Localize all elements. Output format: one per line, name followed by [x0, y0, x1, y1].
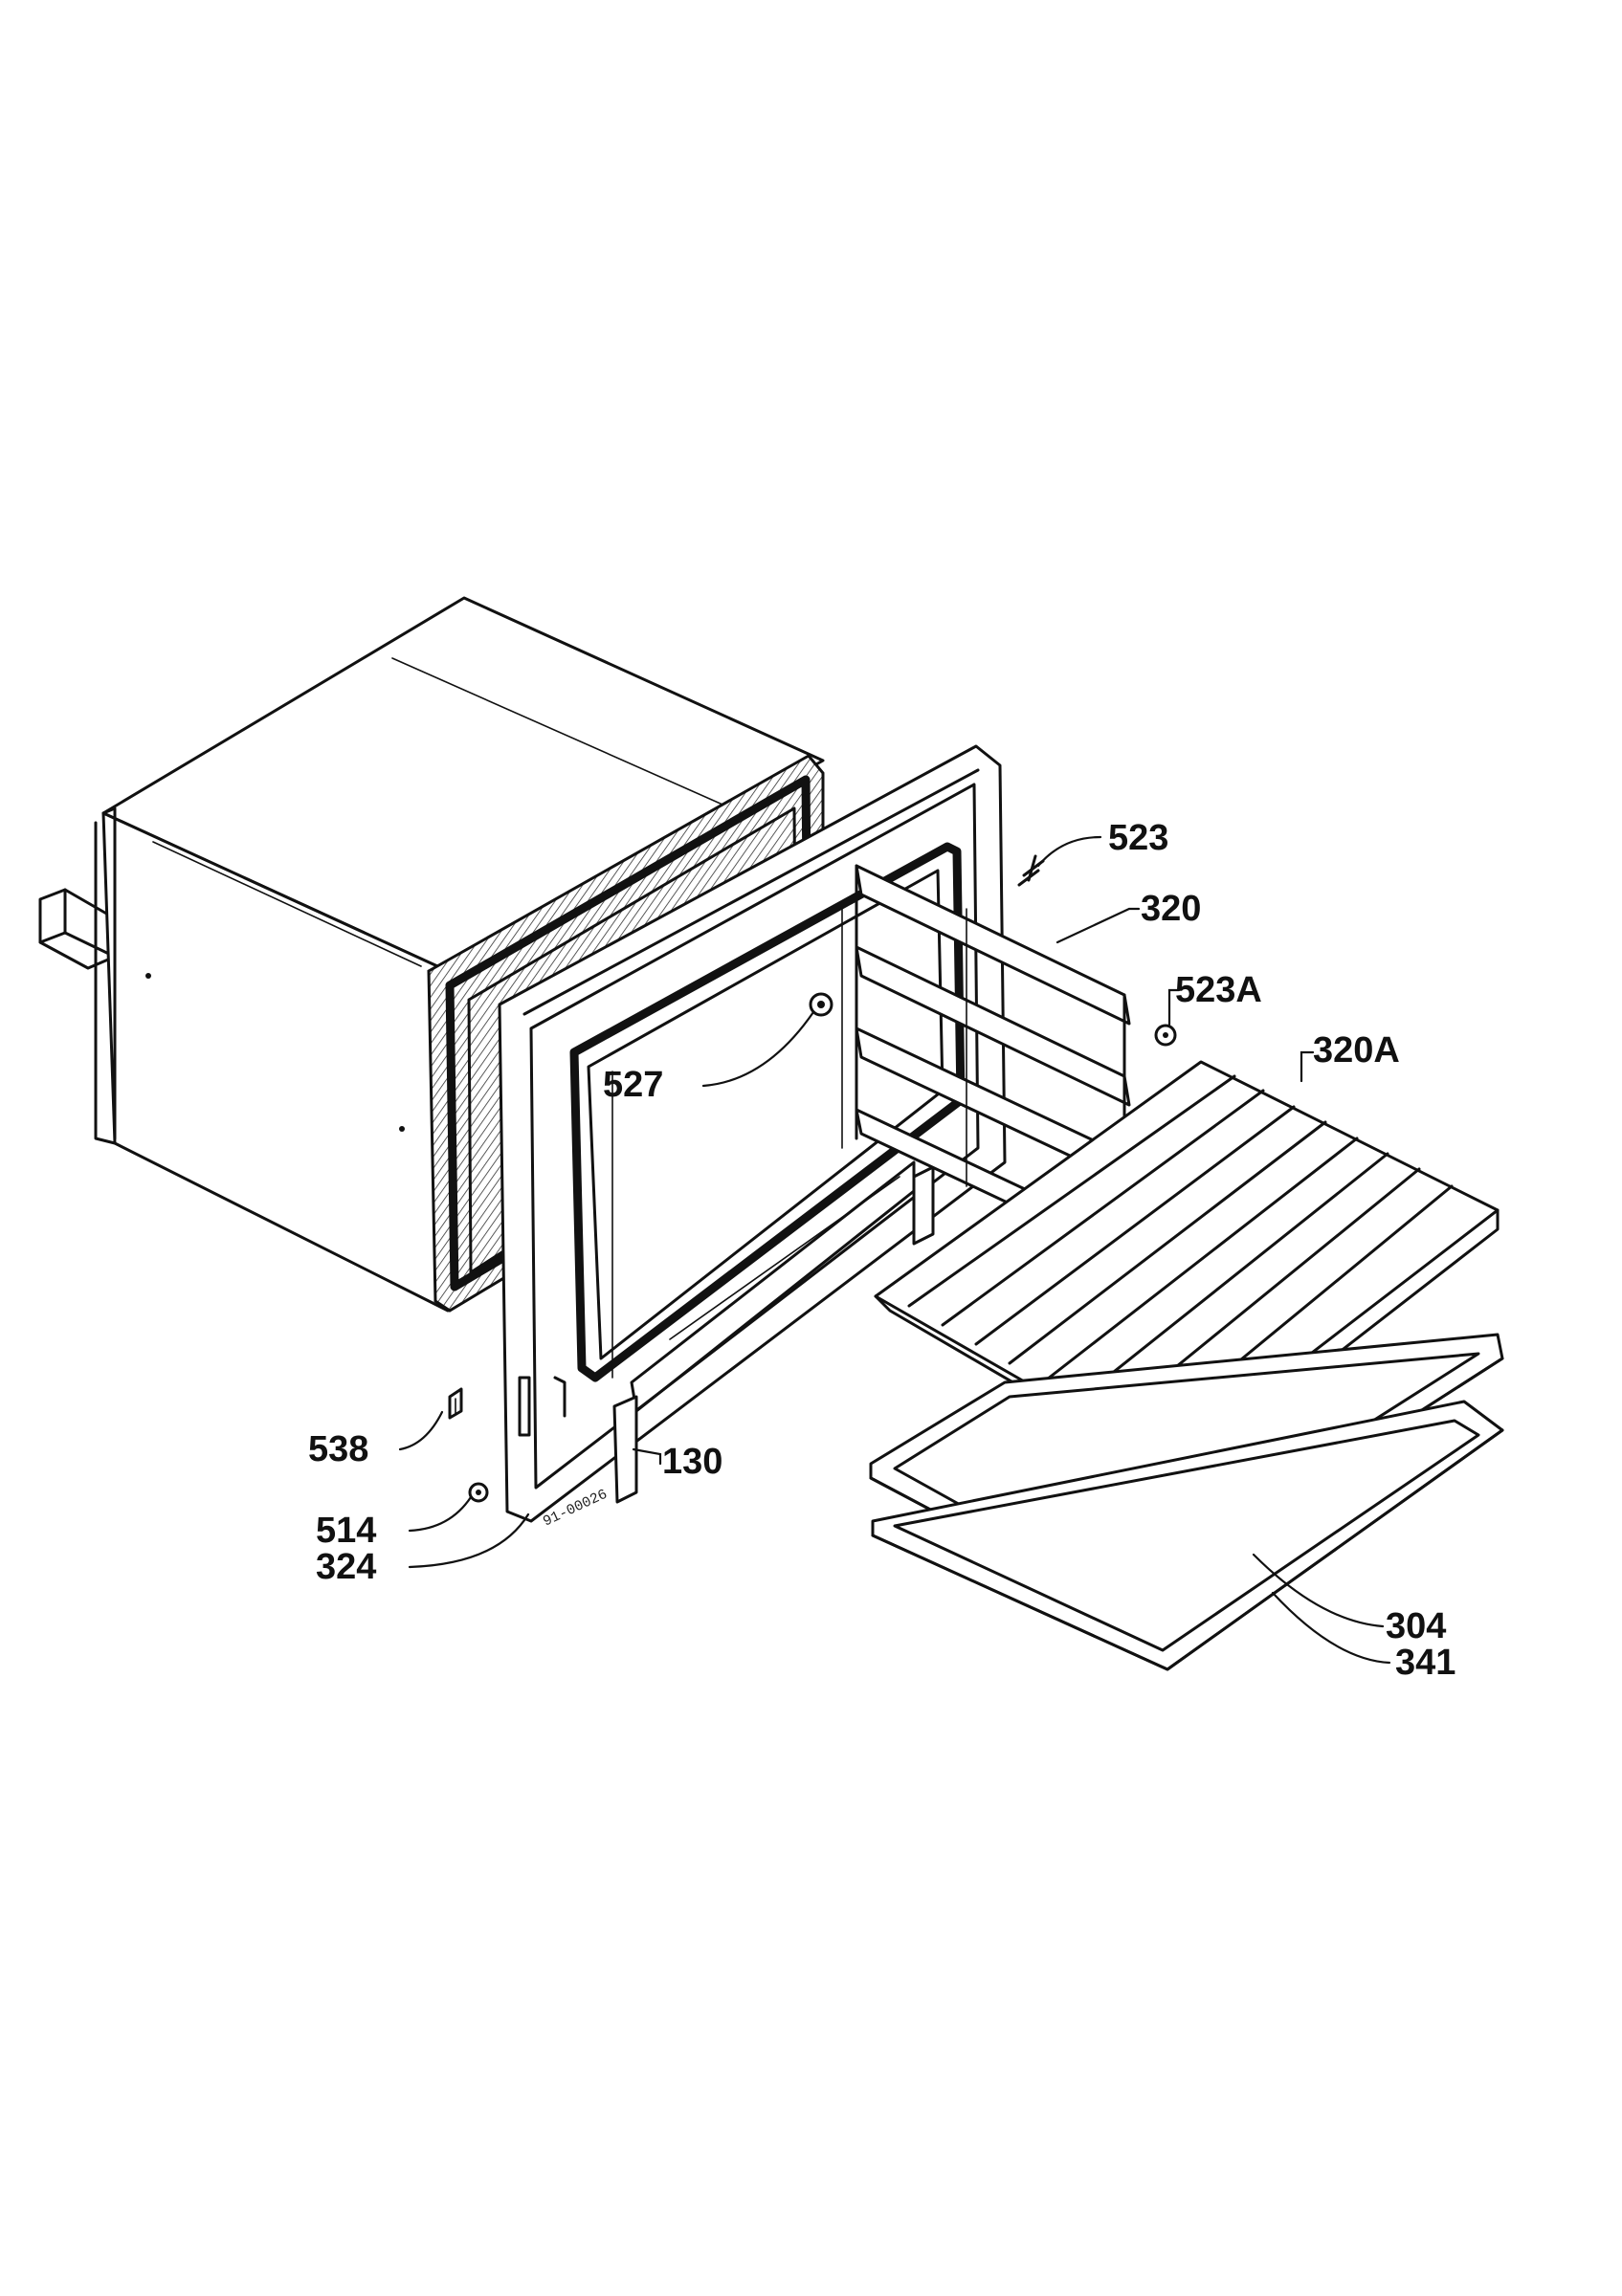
label-514: 514: [316, 1511, 376, 1551]
label-523a: 523A: [1175, 970, 1262, 1010]
label-523: 523: [1108, 818, 1168, 858]
grommet-527: [809, 992, 833, 1017]
label-304: 304: [1386, 1606, 1446, 1646]
label-538: 538: [308, 1429, 368, 1469]
part-labels: 523 320 523A 320A 527 538 514 324 130 30…: [308, 818, 1455, 1683]
mounting-bracket: [38, 888, 117, 970]
label-341: 341: [1395, 1643, 1455, 1683]
leader-lines: [398, 835, 1391, 1665]
screw-514: [468, 1482, 489, 1503]
label-324: 324: [316, 1547, 376, 1587]
label-320a: 320A: [1313, 1030, 1400, 1071]
clip-538: [448, 1387, 463, 1420]
label-320: 320: [1141, 889, 1201, 929]
drip-pan: [871, 1400, 1504, 1671]
label-527: 527: [603, 1065, 663, 1105]
shelf-bars: [907, 1074, 1454, 1442]
fastener-523: [1017, 854, 1045, 887]
fastener-523a: [1154, 1024, 1177, 1047]
label-130: 130: [662, 1442, 722, 1482]
